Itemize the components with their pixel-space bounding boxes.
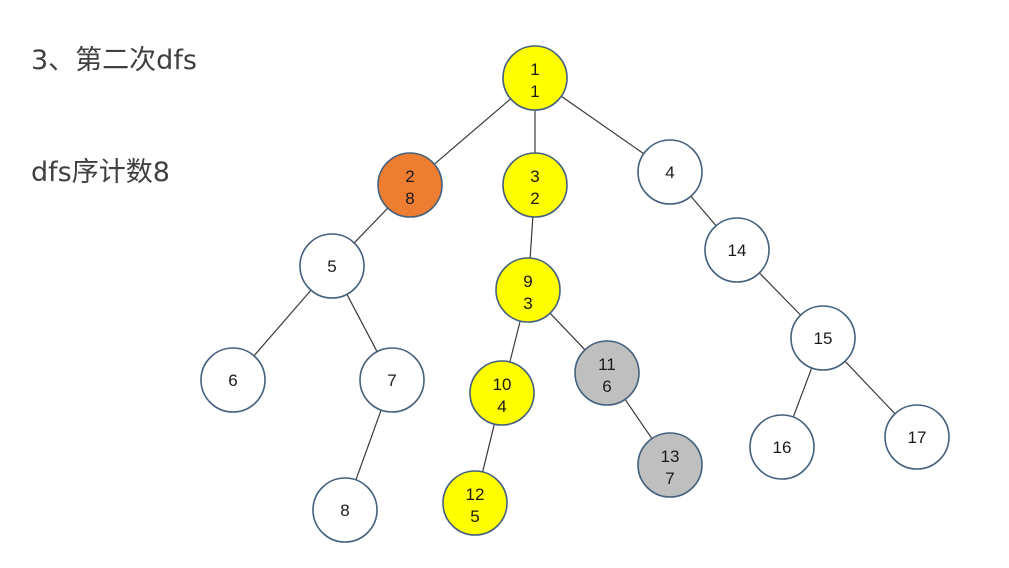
edge-5-7 xyxy=(346,294,378,352)
tree-node-10: 104 xyxy=(469,360,535,426)
tree-node-5: 5 xyxy=(299,233,365,299)
node-id-label: 15 xyxy=(814,329,833,348)
node-order-label: 3 xyxy=(523,294,532,313)
node-circle xyxy=(469,360,535,426)
node-order-label: 6 xyxy=(602,377,611,396)
tree-node-16: 16 xyxy=(749,414,815,480)
node-circle xyxy=(637,432,703,498)
tree-node-17: 17 xyxy=(884,404,950,470)
slide-title: 3、第二次dfs xyxy=(31,45,197,76)
node-id-label: 9 xyxy=(523,272,532,291)
node-order-label: 1 xyxy=(530,82,539,101)
node-id-label: 17 xyxy=(908,428,927,447)
node-order-label: 7 xyxy=(665,469,674,488)
node-id-label: 5 xyxy=(327,257,336,276)
node-circle xyxy=(359,347,425,413)
tree-node-3: 32 xyxy=(502,152,568,218)
edge-9-11 xyxy=(549,312,586,351)
node-circle xyxy=(574,340,640,406)
tree-node-2: 28 xyxy=(377,152,443,218)
edge-1-4 xyxy=(560,95,645,155)
edge-2-5 xyxy=(353,207,389,244)
tree-node-4: 4 xyxy=(637,139,703,205)
node-order-label: 4 xyxy=(497,397,506,416)
tree-node-14: 14 xyxy=(704,217,770,283)
node-circle xyxy=(884,404,950,470)
node-id-label: 12 xyxy=(466,485,485,504)
edge-14-15 xyxy=(758,272,802,316)
edge-15-17 xyxy=(844,360,896,415)
node-circle xyxy=(704,217,770,283)
node-circle xyxy=(495,257,561,323)
node-id-label: 14 xyxy=(728,241,747,260)
tree-node-1: 11 xyxy=(502,45,568,111)
node-id-label: 16 xyxy=(773,438,792,457)
node-circle xyxy=(790,305,856,371)
node-order-label: 2 xyxy=(530,189,539,208)
node-id-label: 3 xyxy=(530,167,539,186)
node-id-label: 4 xyxy=(665,163,674,182)
tree-node-12: 125 xyxy=(442,470,508,536)
edge-11-13 xyxy=(624,399,653,439)
edge-7-8 xyxy=(355,409,382,481)
node-id-label: 7 xyxy=(387,371,396,390)
node-id-label: 1 xyxy=(530,60,539,79)
tree-node-7: 7 xyxy=(359,347,425,413)
edge-4-14 xyxy=(690,195,717,227)
node-order-label: 8 xyxy=(405,189,414,208)
tree-node-8: 8 xyxy=(312,477,378,543)
node-circle xyxy=(502,152,568,218)
edges-layer xyxy=(253,95,896,481)
node-id-label: 10 xyxy=(493,375,512,394)
edge-5-6 xyxy=(253,289,312,357)
tree-node-11: 116 xyxy=(574,340,640,406)
node-circle xyxy=(442,470,508,536)
node-id-label: 8 xyxy=(340,501,349,520)
node-id-label: 11 xyxy=(598,355,616,374)
dfs-order-counter: dfs序计数8 xyxy=(31,157,170,188)
node-id-label: 13 xyxy=(661,447,680,466)
edge-15-16 xyxy=(792,367,813,418)
node-id-label: 6 xyxy=(228,371,237,390)
node-order-label: 5 xyxy=(470,507,479,526)
edge-9-10 xyxy=(509,320,521,363)
tree-node-9: 93 xyxy=(495,257,561,323)
edge-10-12 xyxy=(482,423,495,473)
node-circle xyxy=(312,477,378,543)
tree-node-13: 137 xyxy=(637,432,703,498)
node-id-label: 2 xyxy=(405,167,414,186)
node-circle xyxy=(200,347,266,413)
node-circle xyxy=(502,45,568,111)
tree-node-15: 15 xyxy=(790,305,856,371)
node-circle xyxy=(637,139,703,205)
edge-3-9 xyxy=(529,216,534,259)
node-circle xyxy=(299,233,365,299)
node-circle xyxy=(377,152,443,218)
node-circle xyxy=(749,414,815,480)
tree-node-6: 6 xyxy=(200,347,266,413)
edge-1-2 xyxy=(433,98,512,165)
